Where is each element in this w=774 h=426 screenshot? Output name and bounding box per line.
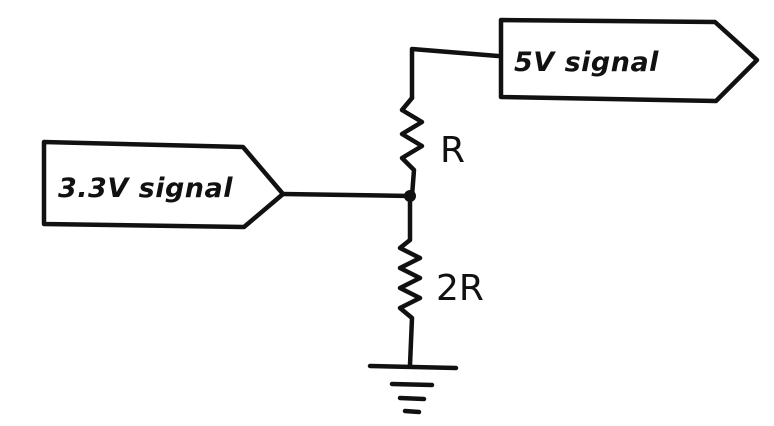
ground-icon (367, 363, 459, 415)
resistor-2r-icon (397, 193, 423, 368)
wire-output (409, 46, 501, 101)
resistor-r-label: R (440, 130, 465, 171)
wire-input (280, 191, 413, 199)
output-signal-label: 5V signal (514, 47, 659, 78)
resistor-2r-label: 2R (436, 268, 484, 309)
input-tag-outline (41, 139, 286, 230)
output-signal-tag: 5V signal (498, 17, 760, 104)
resistor-r-icon (399, 95, 425, 199)
input-signal-label: 3.3V signal (58, 173, 233, 204)
output-tag-outline (498, 17, 760, 104)
input-signal-tag: 3.3V signal (41, 139, 286, 230)
